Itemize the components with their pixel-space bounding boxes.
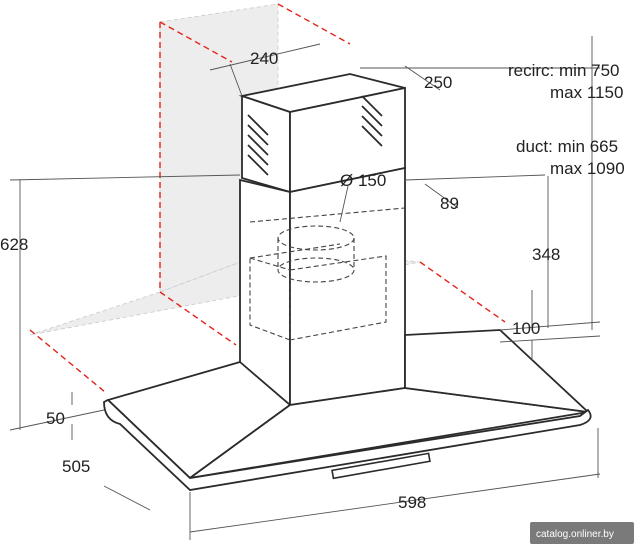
spec-recirc-min: recirc: min 750	[508, 61, 619, 80]
dim-outlet-diameter: Ø 150	[340, 171, 386, 190]
vent-slots-left	[247, 114, 269, 176]
control-panel	[331, 452, 431, 480]
dim-width: 598	[398, 493, 426, 512]
dim-wall-height: 628	[0, 235, 28, 254]
watermark-bg	[530, 522, 634, 544]
spec-recirc-max: max 1150	[550, 83, 623, 102]
red-guide-top-right	[277, 3, 351, 45]
canopy-rim	[103, 398, 592, 491]
dim-outlet-offset: 89	[440, 194, 459, 213]
dim-canopy-edge: 100	[512, 319, 540, 338]
dim-chimney-height: 348	[532, 245, 560, 264]
chimney-side-lower	[289, 166, 406, 407]
dim-rim-height: 50	[46, 409, 65, 428]
dimension-lines	[9, 36, 601, 540]
spec-duct-min: duct: min 665	[516, 137, 618, 156]
hidden-motor	[249, 207, 406, 341]
red-guide-mid	[159, 291, 237, 346]
watermark-text: catalog.onliner.by	[536, 529, 614, 540]
dim-depth: 505	[62, 457, 90, 476]
vent-slots-right	[361, 95, 383, 147]
spec-duct-max: max 1090	[550, 159, 625, 178]
dim-top-depth: 250	[424, 73, 452, 92]
red-guide-right	[419, 261, 506, 323]
red-guide-left	[29, 329, 106, 393]
dim-top-width: 240	[250, 49, 278, 68]
red-guide-top	[159, 21, 233, 63]
